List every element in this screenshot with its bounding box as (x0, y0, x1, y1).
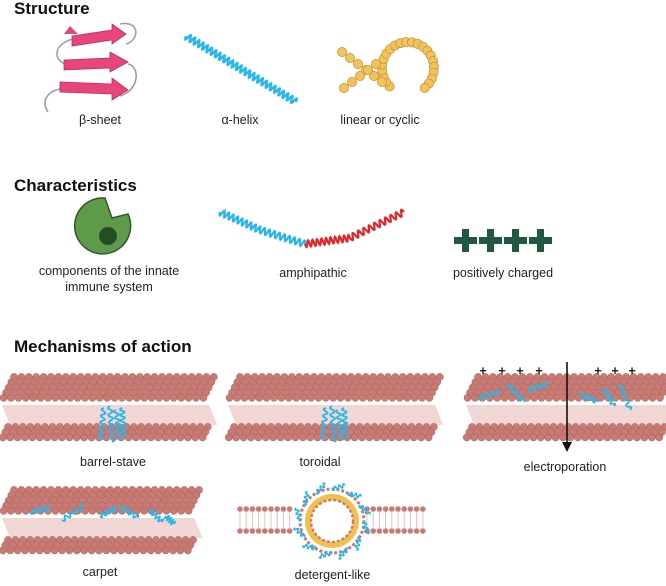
charge-plus-7: + (628, 364, 636, 378)
charge-plus-6: + (611, 364, 619, 378)
barrel-stave-label: barrel-stave (80, 455, 146, 469)
immune-line1: components of the innate (38, 264, 180, 278)
charge-plus-2: + (498, 364, 506, 378)
charge-plus-4: + (535, 364, 543, 378)
mechanisms-heading: Mechanisms of action (14, 337, 192, 356)
amphipathic-label: amphipathic (279, 266, 347, 280)
charge-plus-5: + (594, 364, 602, 378)
toroidal-label: toroidal (299, 455, 341, 469)
detergent-like-label: detergent-like (294, 568, 371, 582)
alpha-helix-label: α-helix (221, 113, 259, 127)
electroporation-label: electroporation (523, 460, 607, 474)
characteristics-heading: Characteristics (14, 176, 137, 195)
beta-sheet-label: β-sheet (79, 113, 121, 127)
immune-line2: immune system (65, 280, 153, 294)
structure-heading: Structure (14, 0, 90, 18)
linear-cyclic-label: linear or cyclic (340, 113, 420, 127)
charge-plus-1: + (479, 364, 487, 378)
positively-charged-label: positively charged (452, 266, 554, 280)
charge-plus-3: + (516, 364, 524, 378)
immune-system-label: components of the innate immune system (24, 263, 194, 295)
carpet-label: carpet (82, 565, 118, 579)
